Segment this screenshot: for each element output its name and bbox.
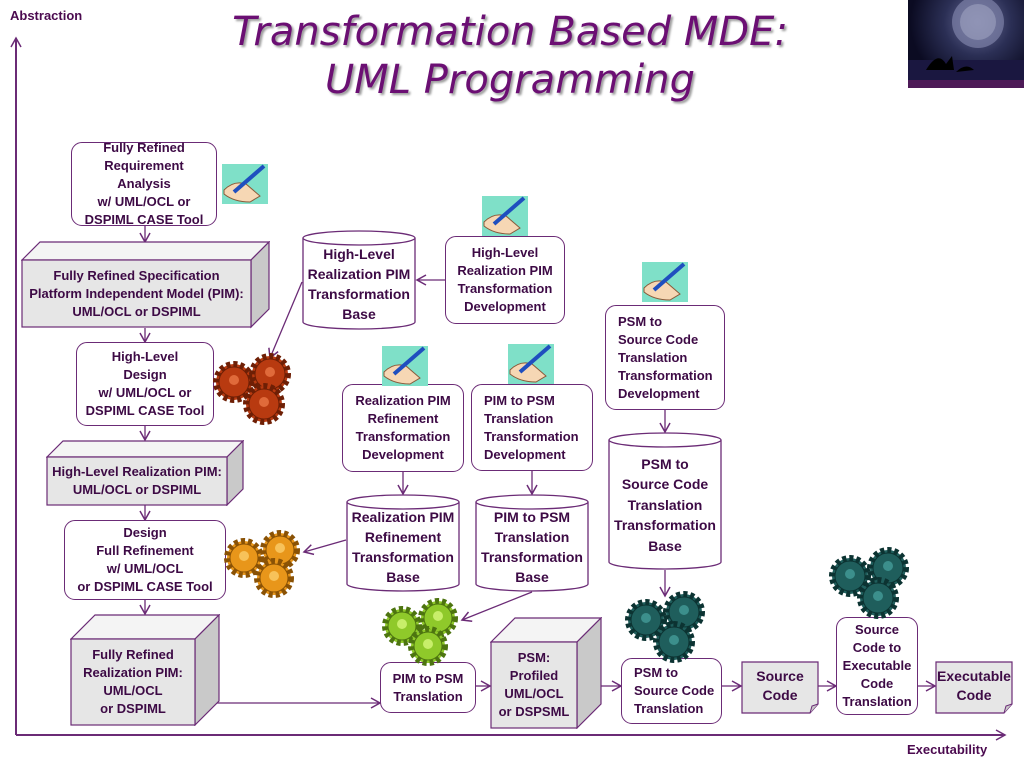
hand-writing-icon <box>642 262 688 302</box>
gear-cluster-icon <box>224 530 300 598</box>
gear-cluster-icon <box>213 353 291 425</box>
node-executable-code: Executable Code <box>935 661 1013 715</box>
node-hl-transformation-base: High-Level Realization PIM Transformatio… <box>302 230 416 330</box>
hl-realization-pim-label: High-Level Realization PIM: UML/OCL or D… <box>52 464 222 497</box>
photo-scene-icon <box>908 0 1024 88</box>
gear-cluster-icon <box>829 547 909 619</box>
source-code-label: Source Code <box>756 668 804 703</box>
hand-writing-icon <box>508 344 554 384</box>
psm-profiled-label: PSM: Profiled UML/OCL or DSPSML <box>498 650 570 719</box>
node-hl-transformation-development: High-Level Realization PIM Transformatio… <box>445 236 565 324</box>
gear-cluster-icon <box>382 598 458 666</box>
node-pim-to-psm-development: PIM to PSM Translation Transformation De… <box>471 384 593 471</box>
pim-to-psm-base-label: PIM to PSM Translation Transformation Ba… <box>481 509 583 585</box>
y-axis-label: Abstraction <box>10 8 83 23</box>
photo-thumbnail <box>908 0 1024 88</box>
node-psm-to-source-development: PSM to Source Code Translation Transform… <box>605 305 725 410</box>
title-line-2: UML Programming <box>325 57 695 103</box>
node-high-level-design: High-Level Design w/ UML/OCL or DSPIML C… <box>76 342 214 426</box>
hl-transformation-base-label: High-Level Realization PIM Transformatio… <box>307 246 411 322</box>
node-psm-to-source-base: PSM to Source Code Translation Transform… <box>608 432 722 570</box>
psm-to-source-base-label: PSM to Source Code Translation Transform… <box>614 455 716 554</box>
realization-refinement-base-label: Realization PIM Refinement Transformatio… <box>351 509 455 585</box>
slide-title: Transformation Based MDE: UML Programmin… <box>160 8 860 104</box>
fully-refined-realization-pim-label: Fully Refined Realization PIM: UML/OCL o… <box>83 647 183 716</box>
node-fully-refined-realization-pim: Fully Refined Realization PIM: UML/OCL o… <box>70 614 220 726</box>
node-realization-refinement-development: Realization PIM Refinement Transformatio… <box>342 384 464 472</box>
node-requirement-analysis: Fully Refined Requirement Analysis w/ UM… <box>71 140 217 227</box>
node-pim-to-psm-translation: PIM to PSM Translation <box>380 662 476 713</box>
node-source-to-executable-translation: Source Code to Executable Code Translati… <box>836 617 918 715</box>
hand-writing-icon <box>482 196 528 236</box>
x-axis-label: Executability <box>907 742 988 757</box>
gear-cluster-icon <box>625 591 705 663</box>
node-design-full-refinement: Design Full Refinement w/ UML/OCL or DSP… <box>64 520 226 600</box>
hand-writing-icon <box>222 164 268 204</box>
node-source-code: Source Code <box>741 661 819 715</box>
title-line-1: Transformation Based MDE: <box>232 9 788 55</box>
hand-writing-icon <box>382 346 428 386</box>
node-psm-profiled: PSM: Profiled UML/OCL or DSPSML <box>490 617 602 729</box>
node-psm-to-source-translation: PSM to Source Code Translation <box>621 658 722 724</box>
specification-pim-label: Fully Refined Specification Platform Ind… <box>29 267 244 319</box>
executable-code-label: Executable Code <box>937 668 1011 703</box>
node-realization-refinement-base: Realization PIM Refinement Transformatio… <box>346 494 460 592</box>
node-hl-realization-pim: High-Level Realization PIM: UML/OCL or D… <box>46 440 244 506</box>
node-specification-pim: Fully Refined Specification Platform Ind… <box>21 241 270 329</box>
node-pim-to-psm-base: PIM to PSM Translation Transformation Ba… <box>475 494 589 592</box>
